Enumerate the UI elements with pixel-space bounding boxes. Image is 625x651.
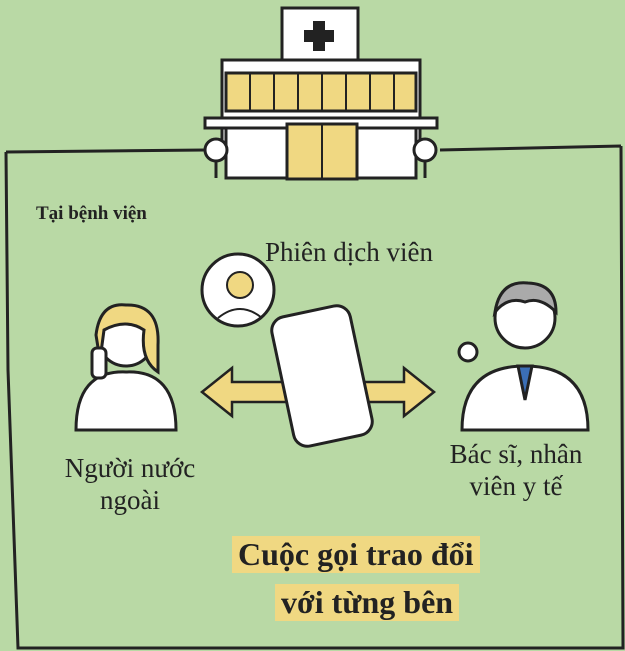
location-label: Tại bệnh viện [36, 203, 147, 224]
interpreter-icon [200, 252, 276, 328]
title-line-1: Cuộc gọi trao đổi [232, 536, 480, 573]
foreigner-label: Người nước ngoài [40, 452, 220, 517]
frame-border [4, 144, 625, 650]
title-line-2: với từng bên [275, 584, 460, 621]
cross-icon [304, 21, 334, 51]
foreigner-label-line-2: ngoài [100, 485, 160, 516]
foreigner-icon [74, 303, 178, 432]
doctor-icon [457, 281, 590, 432]
phone-icon [270, 304, 374, 448]
staff-label: Bác sĩ, nhân viên y tế [416, 438, 616, 503]
staff-label-line-1: Bác sĩ, nhân [449, 439, 583, 469]
staff-label-line-2: viên y tế [469, 471, 563, 502]
interpreter-label: Phiên dịch viên [265, 237, 433, 267]
foreigner-label-line-1: Người nước [64, 453, 196, 483]
